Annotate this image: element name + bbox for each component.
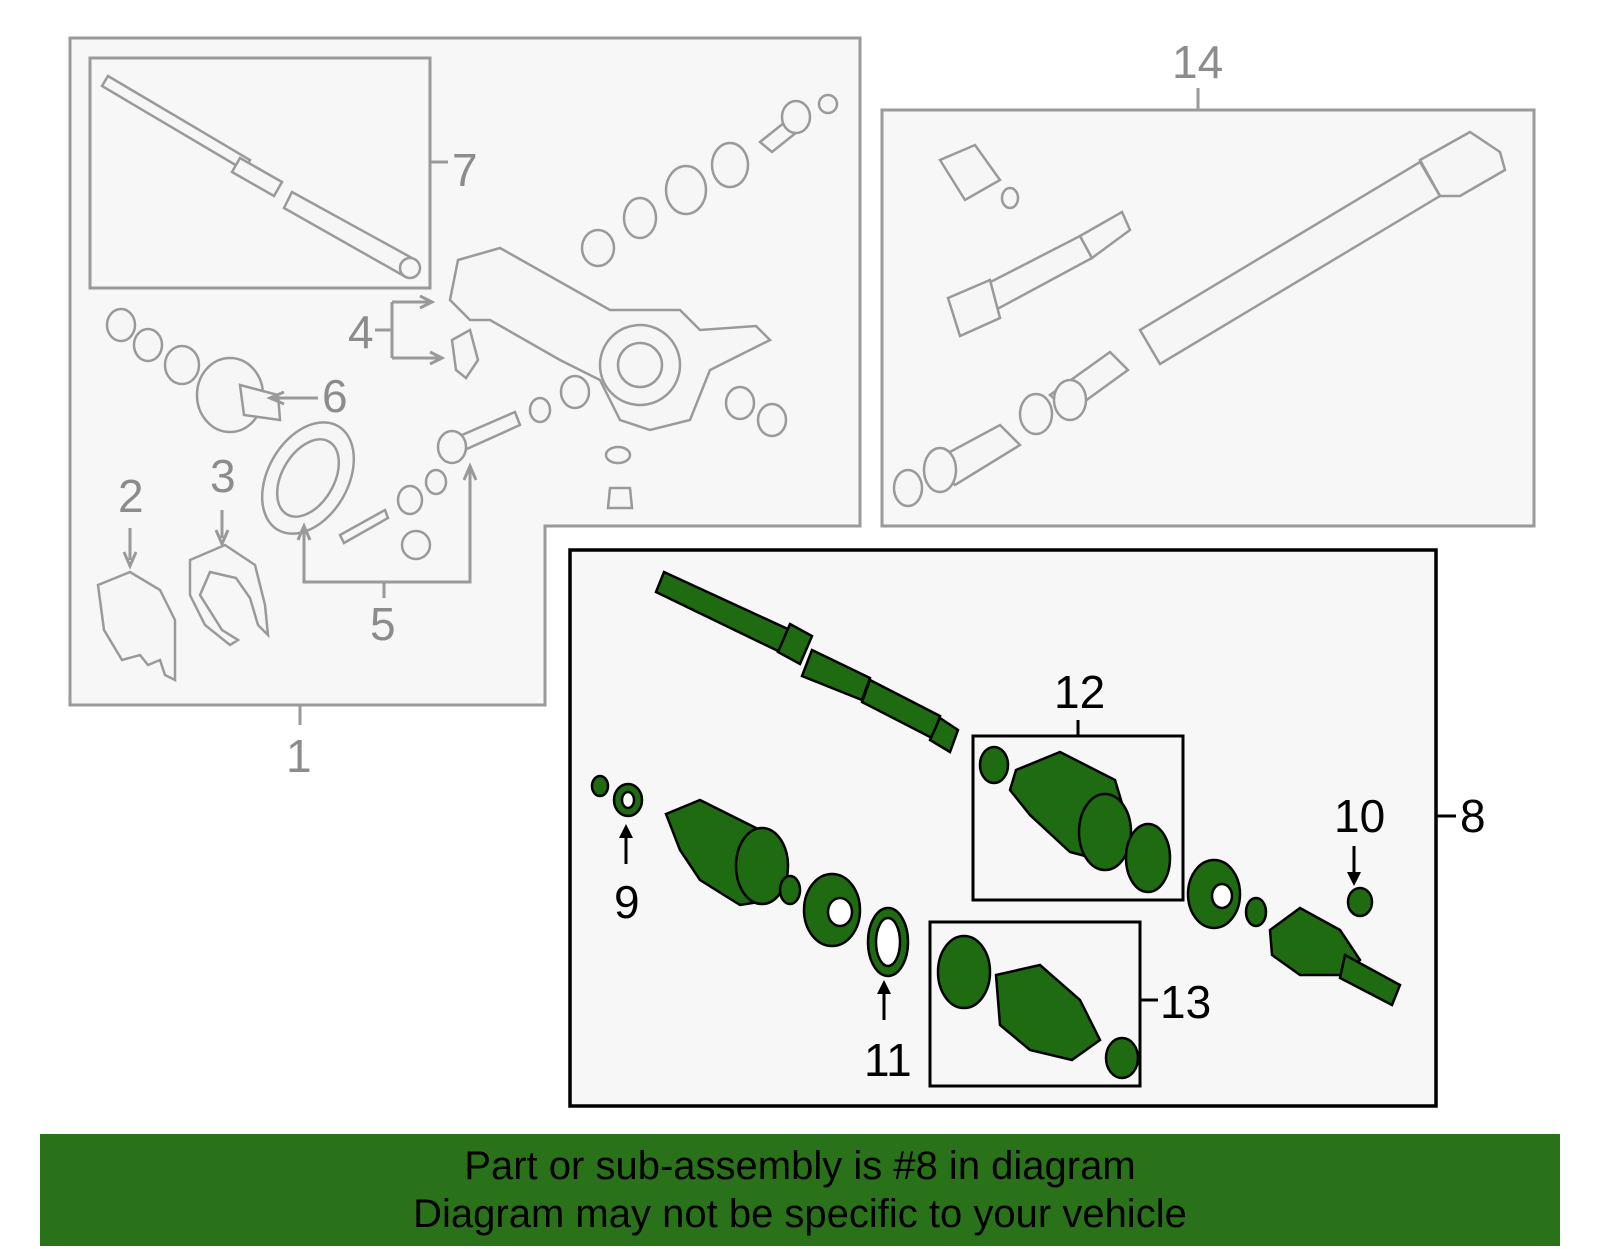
callout-2: 2 <box>118 470 144 522</box>
callout-8: 8 <box>1460 790 1486 842</box>
callout-13: 13 <box>1160 976 1211 1028</box>
callout-5: 5 <box>370 598 396 650</box>
callout-10: 10 <box>1334 790 1385 842</box>
callout-6: 6 <box>322 370 348 422</box>
callout-11: 11 <box>864 1034 912 1086</box>
banner-line-1: Part or sub-assembly is #8 in diagram <box>464 1144 1136 1188</box>
driveshaft-panel: 14 <box>880 36 1536 528</box>
callout-9: 9 <box>614 876 640 928</box>
callout-3: 3 <box>210 450 236 502</box>
callout-14: 14 <box>1172 36 1223 88</box>
callout-7: 7 <box>452 144 478 196</box>
callout-4: 4 <box>348 306 374 358</box>
cv-axle-panel: 8 12 13 <box>568 548 1486 1108</box>
banner-line-2: Diagram may not be specific to your vehi… <box>413 1192 1187 1236</box>
callout-1: 1 <box>286 730 312 782</box>
info-banner: Part or sub-assembly is #8 in diagram Di… <box>40 1134 1560 1246</box>
front-axle-panel: 1 2 3 4 5 6 7 <box>68 36 862 782</box>
callout-12: 12 <box>1054 666 1105 718</box>
